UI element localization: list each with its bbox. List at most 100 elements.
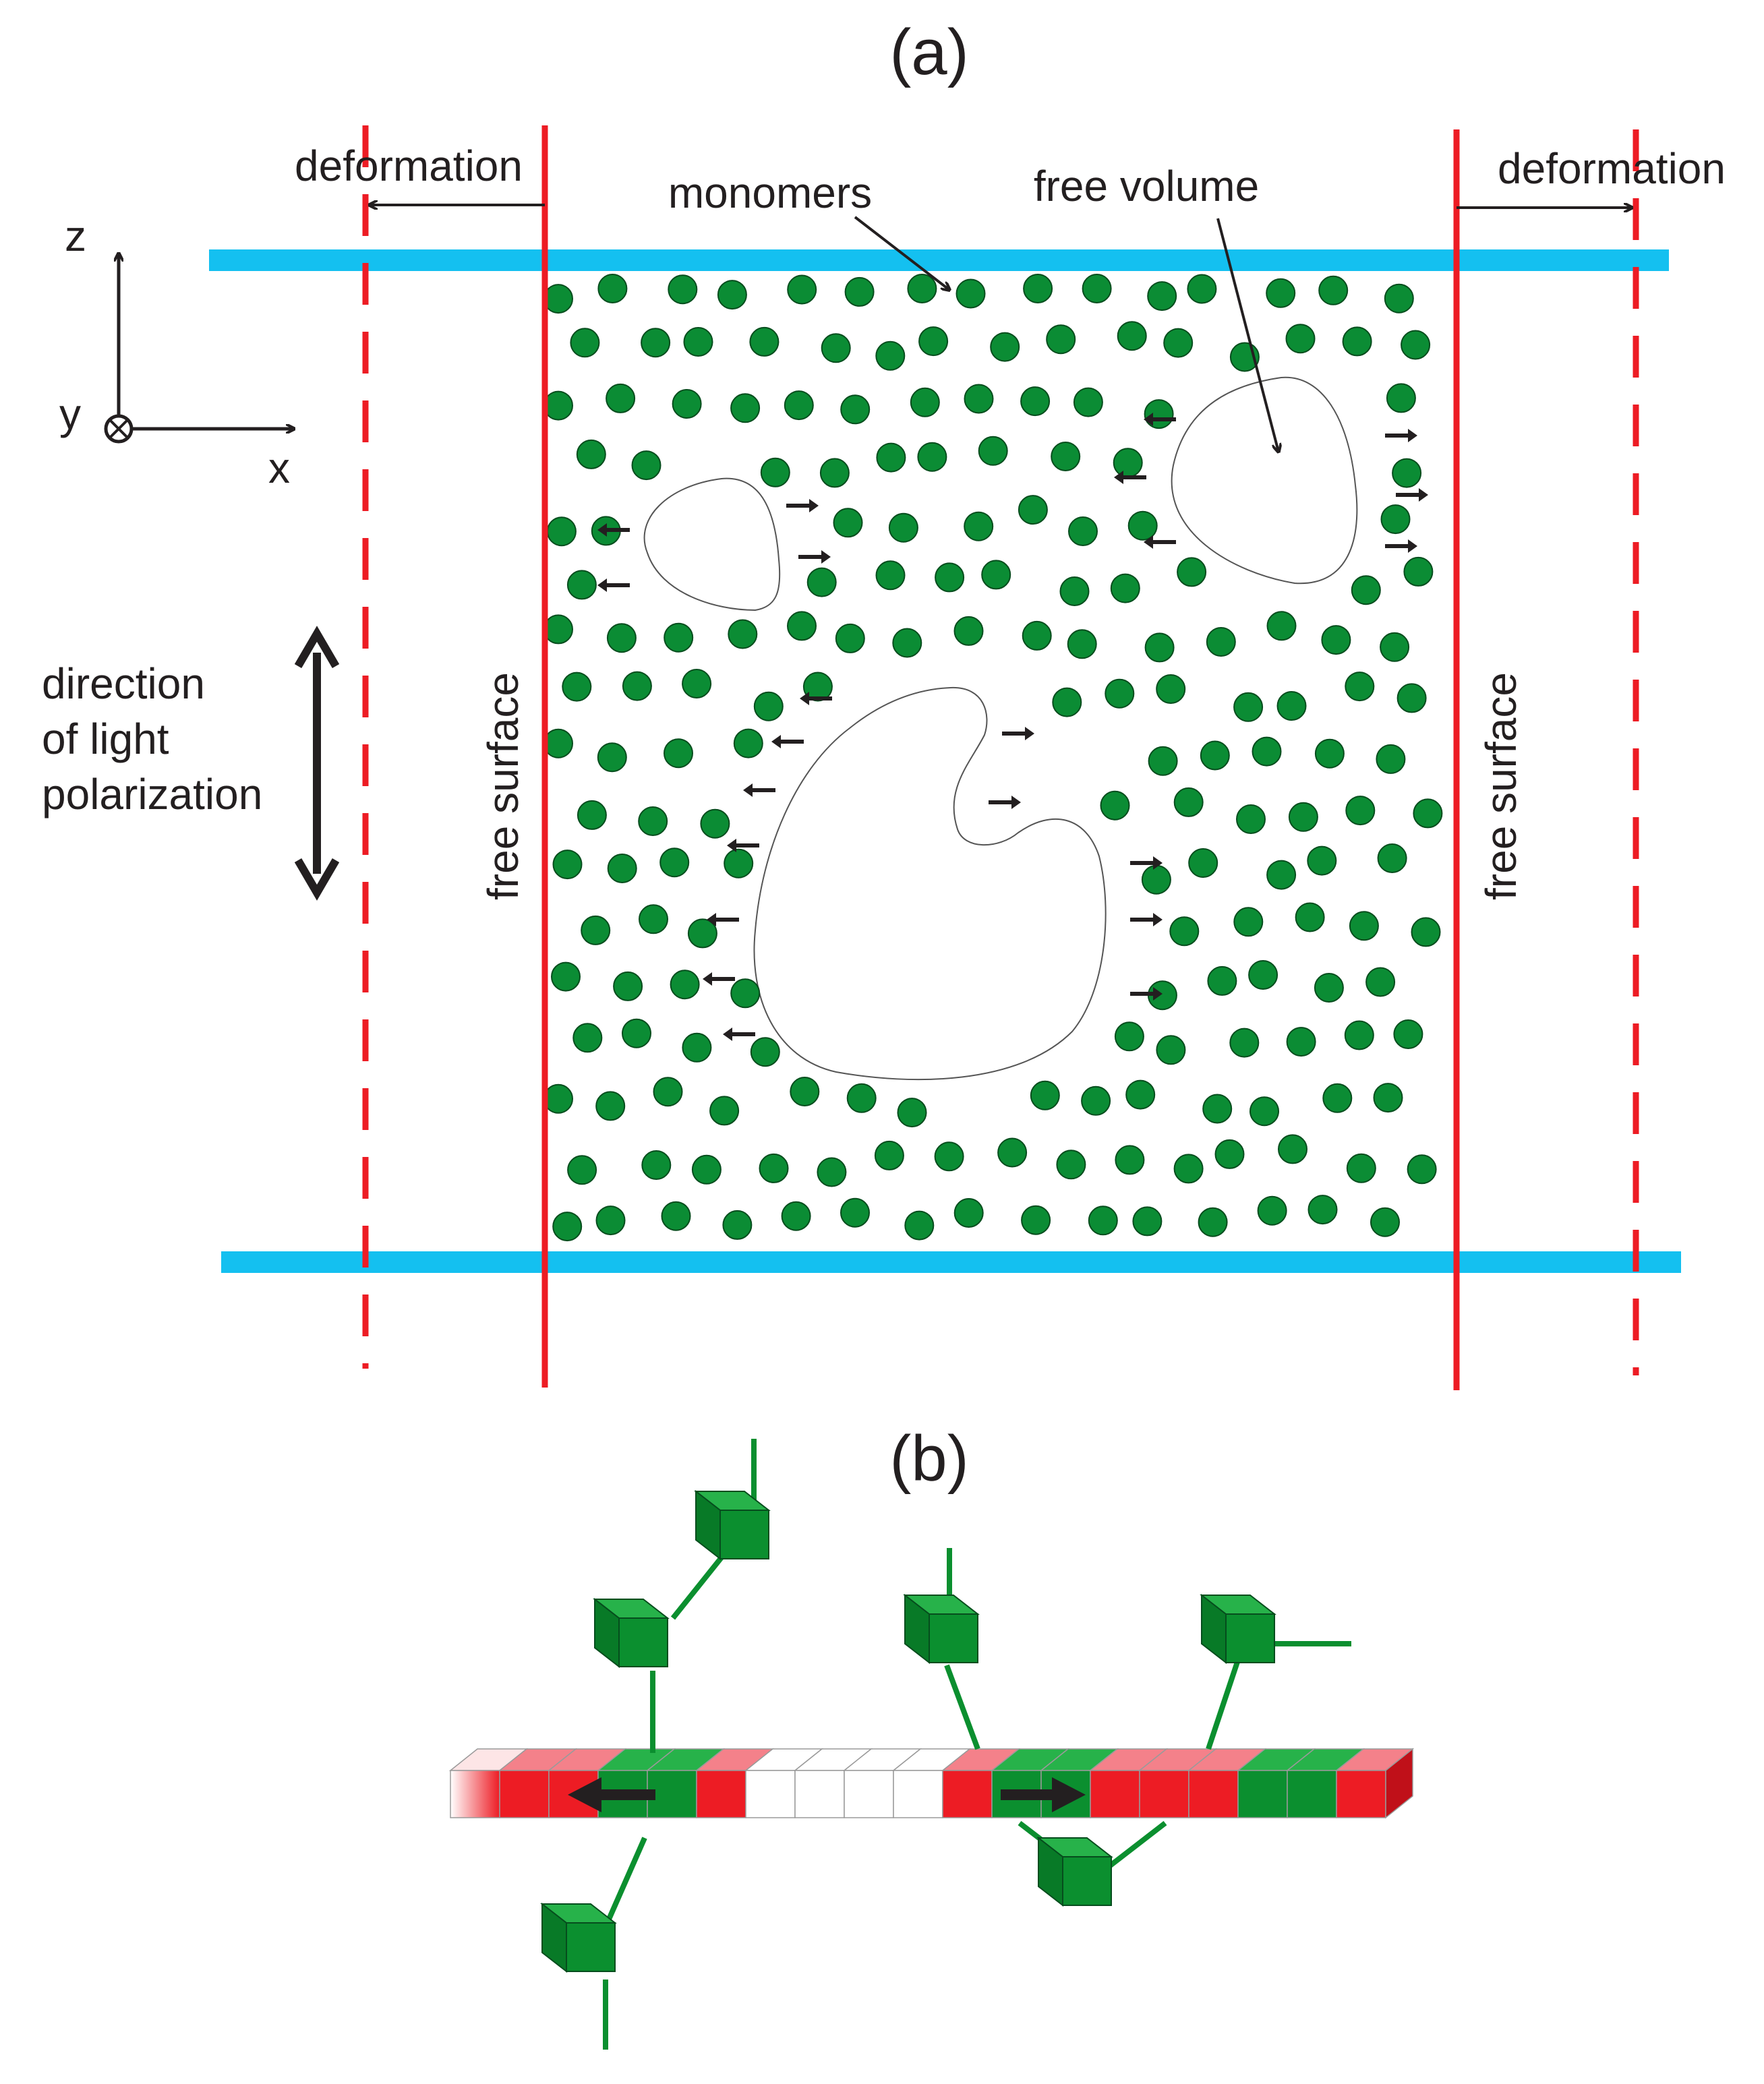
monomer [672,389,702,419]
chain-segment [499,1770,550,1818]
monomer [955,278,986,309]
monomer [722,1210,753,1240]
push-arrowhead [727,839,736,852]
side-group-cube [1062,1856,1112,1906]
monomer [730,978,761,1009]
monomer [1105,678,1135,709]
monomer [1046,324,1076,355]
monomer [802,672,833,702]
monomer [1115,1145,1145,1175]
chain-segment [893,1770,943,1818]
monomer [717,280,747,310]
monomer [641,328,671,358]
monomer [562,672,592,702]
direction-label-line1: direction [42,659,205,708]
monomer [661,1201,691,1231]
chain-segment [647,1770,697,1818]
side-group-bond [603,1837,647,1928]
chain-arrows [568,1777,1086,1812]
monomer [1365,967,1396,997]
monomer [1252,736,1282,767]
monomer [964,511,994,541]
monomer [1376,744,1406,774]
monomers-label: monomers [668,169,872,217]
monomer [981,560,1011,590]
monomer [1021,1205,1051,1235]
push-arrowhead [1408,539,1417,553]
monomer [1342,326,1372,357]
monomer [907,274,937,303]
side-group-bond [1206,1659,1241,1750]
coordinate-axes: z y x [59,212,294,492]
chain-segment [450,1770,500,1818]
chain-arrowhead-left [568,1777,601,1812]
monomer [1321,625,1351,655]
monomer [581,915,611,945]
monomer [817,1157,847,1187]
monomer [953,1198,984,1228]
push-arrowhead [1153,913,1163,926]
side-group-cube [566,1922,616,1972]
deformation-label-right: deformation [1498,144,1726,193]
monomer [1248,960,1278,990]
monomer [1100,790,1130,821]
monomer [709,1096,740,1126]
chain-segment [1287,1770,1337,1818]
push-arrowhead [771,735,781,748]
side-group-cube [719,1510,769,1559]
monomer [733,728,763,758]
push-arrowhead [1011,796,1021,809]
monomer [543,390,573,421]
monomer [606,383,636,413]
top-plate [209,249,1669,271]
monomer [653,1077,683,1107]
polarization-arrowhead-down [294,858,340,901]
monomer [1396,683,1427,713]
chain-segment [1090,1770,1140,1818]
monomer [622,671,652,701]
monomer [670,970,700,1000]
monomer [1214,1139,1245,1169]
monomer [543,614,573,645]
monomer [1314,973,1344,1003]
monomer [1346,1153,1376,1183]
panel-b: (b) [448,1423,1415,2050]
free-volume-pointer [1216,218,1278,452]
side-group-cube [1225,1613,1275,1663]
axis-y-label: y [59,390,81,438]
monomer [1370,1207,1400,1237]
monomer [1384,283,1414,314]
bottom-plate [221,1251,1681,1273]
monomer [724,848,754,879]
monomer [543,1083,573,1114]
monomer [664,622,694,653]
monomer [572,1023,603,1053]
polarization-indicator: direction of light polarization [42,626,340,901]
monomer [1266,278,1296,308]
monomer [1276,691,1307,721]
monomer [1345,672,1375,702]
monomer [1318,275,1349,305]
monomer [728,619,758,649]
direction-label-line2: of light [42,715,169,763]
chain-segment [1139,1770,1189,1818]
monomer [1156,674,1186,704]
monomer [1163,328,1194,358]
side-group-bond [944,1664,980,1750]
monomer [1169,916,1200,947]
chain-segment [745,1770,796,1818]
chain-arrowhead-right [1052,1777,1086,1812]
chain-segment [942,1770,993,1818]
monomer [682,669,712,698]
monomer [682,1032,712,1063]
monomer [597,742,627,773]
monomer [978,436,1008,466]
monomer [1266,860,1297,890]
chain-segment [1336,1770,1386,1818]
chain-segment [1237,1770,1288,1818]
monomer [1188,848,1218,878]
free-surface-label-right: free surface [1477,672,1525,900]
monomer [819,458,850,488]
monomer [577,800,607,830]
monomer [1059,576,1090,606]
